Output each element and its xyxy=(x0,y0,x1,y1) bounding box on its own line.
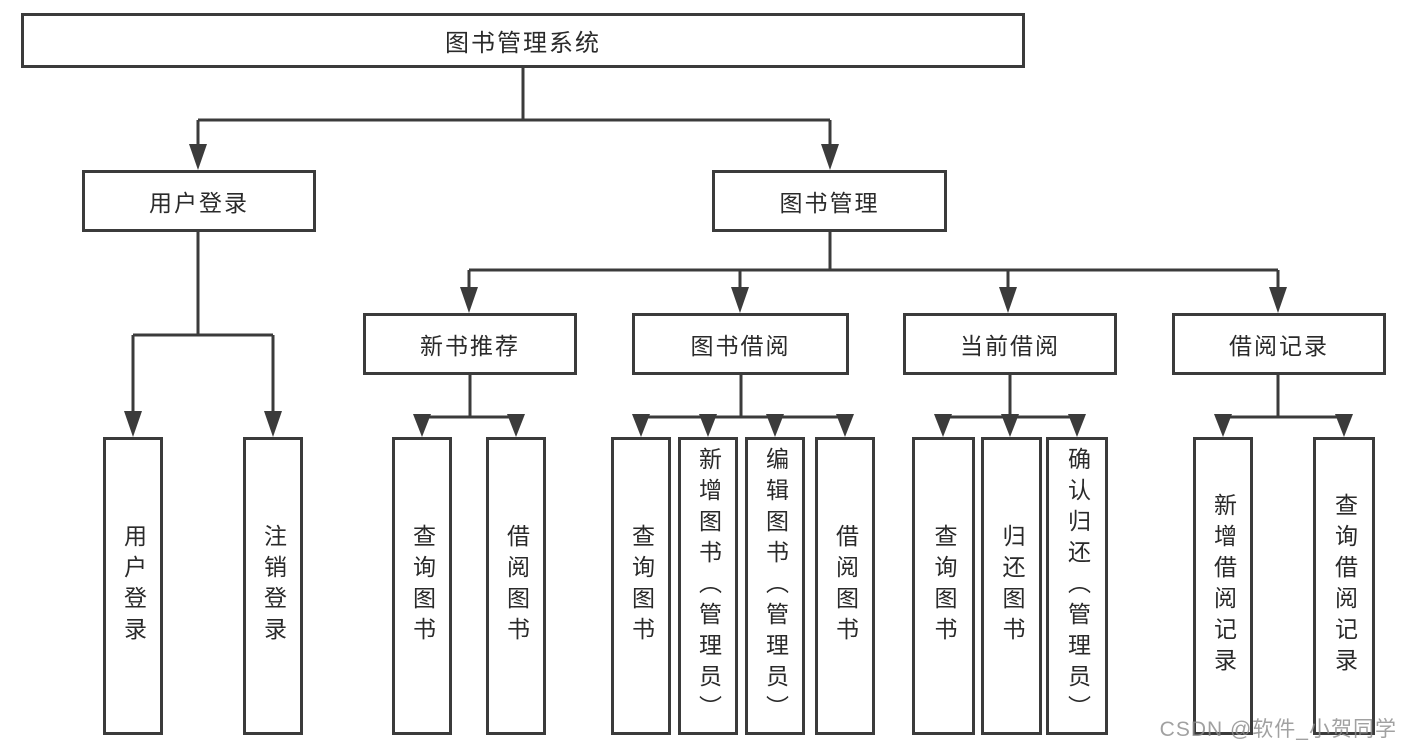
node-book-management: 图书管理 xyxy=(712,170,947,232)
leaf-add-borrow-record: 新增借阅记录 xyxy=(1193,437,1253,735)
leaf-query-books-recommend: 查询图书 xyxy=(392,437,452,735)
leaf-label: 新增借阅记录 xyxy=(1210,493,1237,679)
leaf-add-book-admin: 新增图书（管理员） xyxy=(678,437,738,735)
connector-borrow-records-children xyxy=(1214,375,1353,437)
leaf-label: 新增图书（管理员） xyxy=(695,446,722,726)
leaf-label: 归还图书 xyxy=(999,524,1025,648)
leaf-label: 借阅图书 xyxy=(832,524,859,648)
leaf-borrow-books: 借阅图书 xyxy=(815,437,875,735)
csdn-watermark: CSDN @软件_小贺同学 xyxy=(1159,718,1397,741)
node-label: 当前借阅 xyxy=(960,333,1060,359)
connector-root-to-level2 xyxy=(189,68,839,170)
node-user-login: 用户登录 xyxy=(82,170,316,232)
leaf-query-borrow-record: 查询借阅记录 xyxy=(1313,437,1375,735)
leaf-borrow-books-recommend: 借阅图书 xyxy=(486,437,546,735)
node-library-management-system: 图书管理系统 xyxy=(21,13,1025,68)
connector-book-borrow-children xyxy=(632,375,854,437)
node-borrow-records: 借阅记录 xyxy=(1172,313,1386,375)
leaf-logout: 注销登录 xyxy=(243,437,303,735)
leaf-label: 注销登录 xyxy=(260,524,287,648)
node-label: 图书管理系统 xyxy=(445,30,601,57)
leaf-label: 查询图书 xyxy=(931,524,957,648)
leaf-confirm-return-admin: 确认归还（管理员） xyxy=(1046,437,1108,735)
leaf-label: 编辑图书（管理员） xyxy=(762,446,789,726)
leaf-label: 查询图书 xyxy=(628,524,655,648)
node-new-book-recommend: 新书推荐 xyxy=(363,313,577,375)
leaf-edit-book-admin: 编辑图书（管理员） xyxy=(745,437,805,735)
node-label: 图书管理 xyxy=(779,190,880,216)
leaf-label: 查询图书 xyxy=(409,524,436,648)
connector-book-management-children xyxy=(460,232,1287,313)
leaf-label: 查询借阅记录 xyxy=(1331,493,1358,679)
leaf-label: 确认归还（管理员） xyxy=(1064,446,1091,726)
leaf-query-books-current: 查询图书 xyxy=(912,437,975,735)
node-label: 图书借阅 xyxy=(690,333,791,359)
leaf-query-books-borrow: 查询图书 xyxy=(611,437,671,735)
leaf-label: 用户登录 xyxy=(120,524,147,648)
connector-user-login-children xyxy=(124,232,282,437)
node-label: 借阅记录 xyxy=(1229,333,1329,359)
leaf-return-books: 归还图书 xyxy=(981,437,1042,735)
node-label: 新书推荐 xyxy=(420,333,520,359)
leaf-user-login: 用户登录 xyxy=(103,437,163,735)
node-current-borrow: 当前借阅 xyxy=(903,313,1117,375)
connector-new-book-recommend-children xyxy=(413,375,525,437)
leaf-label: 借阅图书 xyxy=(503,524,530,648)
node-book-borrow: 图书借阅 xyxy=(632,313,849,375)
node-label: 用户登录 xyxy=(149,190,249,216)
connector-current-borrow-children xyxy=(934,375,1086,437)
